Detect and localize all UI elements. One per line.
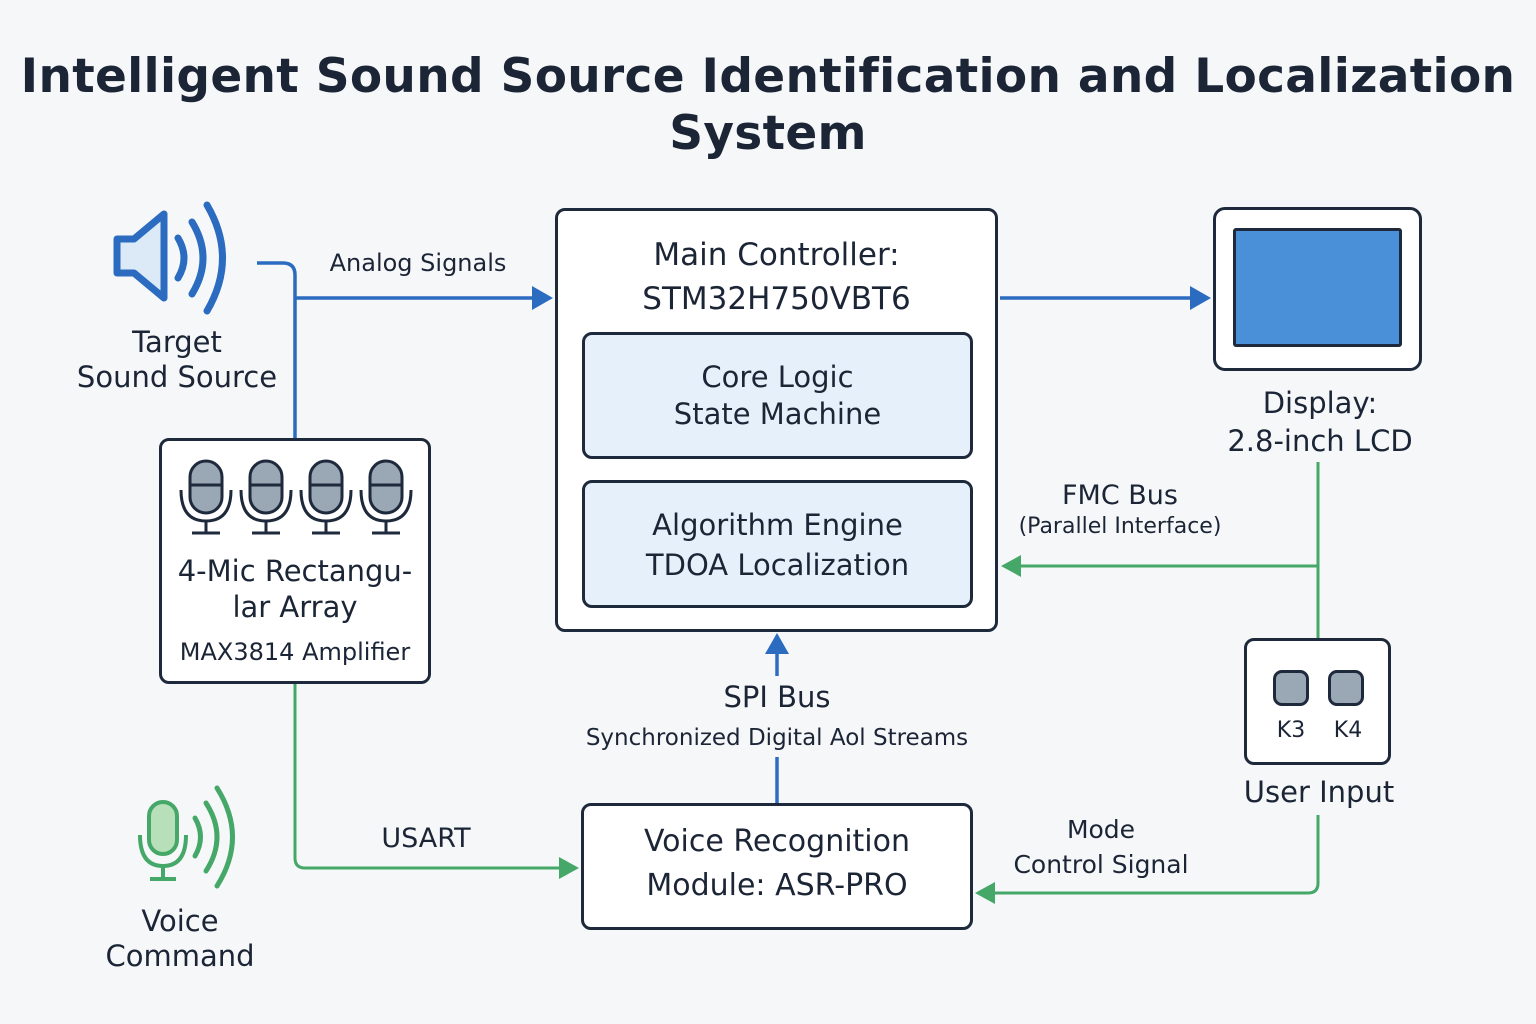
spi-bus-label: SPI Bus Synchronized Digital Aol Streams bbox=[585, 680, 969, 751]
title-line-1: Intelligent Sound Source Identification … bbox=[20, 49, 1516, 104]
mic-array-box: 4-Mic Rectangu- lar Array MAX3814 Amplif… bbox=[159, 438, 431, 684]
mode-control-label: Mode Control Signal bbox=[1013, 815, 1189, 879]
speaker-icon bbox=[113, 201, 226, 315]
algorithm-line-1: Algorithm Engine bbox=[652, 508, 903, 542]
sound-source-label: Target Sound Source bbox=[76, 325, 278, 394]
microphone-icon bbox=[359, 459, 413, 535]
analog-arrowhead bbox=[532, 286, 553, 310]
user-input-label: User Input bbox=[1243, 775, 1395, 809]
microphone-icon bbox=[239, 459, 293, 535]
display-box bbox=[1213, 207, 1422, 371]
mode-control-arrowhead bbox=[975, 882, 995, 904]
spi-bus-arrowhead bbox=[765, 633, 789, 654]
main-controller-label: Main Controller: STM32H750VBT6 bbox=[642, 237, 911, 317]
algorithm-engine-box: Algorithm Engine TDOA Localization bbox=[582, 480, 973, 608]
fmc-bus-arrowhead bbox=[1001, 555, 1021, 577]
microphone-icon bbox=[179, 459, 233, 535]
analog-wire bbox=[257, 261, 297, 440]
display-label: Display: 2.8-inch LCD bbox=[1227, 386, 1413, 458]
voice-command-label: Voice Command bbox=[105, 904, 255, 973]
k3-button[interactable] bbox=[1273, 670, 1309, 706]
usart-line bbox=[293, 684, 560, 870]
title-line-2: System bbox=[669, 106, 867, 161]
analog-signals-label: Analog Signals bbox=[329, 249, 507, 277]
fmc-bus-label: FMC Bus (Parallel Interface) bbox=[1018, 480, 1222, 539]
k3-label: K3 bbox=[1276, 718, 1306, 743]
mic-array-sublabel: MAX3814 Amplifier bbox=[179, 638, 411, 666]
main-controller-box: Main Controller: STM32H750VBT6 Core Logi… bbox=[555, 208, 998, 632]
user-input-box: K3 K4 bbox=[1244, 638, 1391, 765]
display-link-arrowhead bbox=[1190, 286, 1211, 310]
mode-control-line bbox=[994, 815, 1320, 895]
voice-recognition-box: Voice Recognition Module: ASR-PRO bbox=[581, 803, 973, 930]
k4-button[interactable] bbox=[1328, 670, 1364, 706]
microphone-icon bbox=[299, 459, 353, 535]
usart-arrowhead bbox=[559, 857, 579, 879]
diagram-title: Intelligent Sound Source Identification … bbox=[0, 48, 1536, 162]
algorithm-line-2: TDOA Localization bbox=[645, 548, 910, 582]
k4-label: K4 bbox=[1333, 718, 1363, 743]
lcd-screen-icon bbox=[1233, 228, 1402, 347]
microphone-icon bbox=[138, 785, 235, 889]
mic-array-label: 4-Mic Rectangu- lar Array bbox=[177, 554, 413, 624]
core-logic-line-2: State Machine bbox=[673, 397, 882, 431]
core-logic-box: Core Logic State Machine bbox=[582, 332, 973, 459]
mic-icons-row bbox=[179, 459, 413, 535]
usart-label: USART bbox=[381, 823, 471, 854]
voice-recognition-label: Voice Recognition Module: ASR-PRO bbox=[643, 824, 911, 903]
core-logic-line-1: Core Logic bbox=[701, 360, 854, 394]
